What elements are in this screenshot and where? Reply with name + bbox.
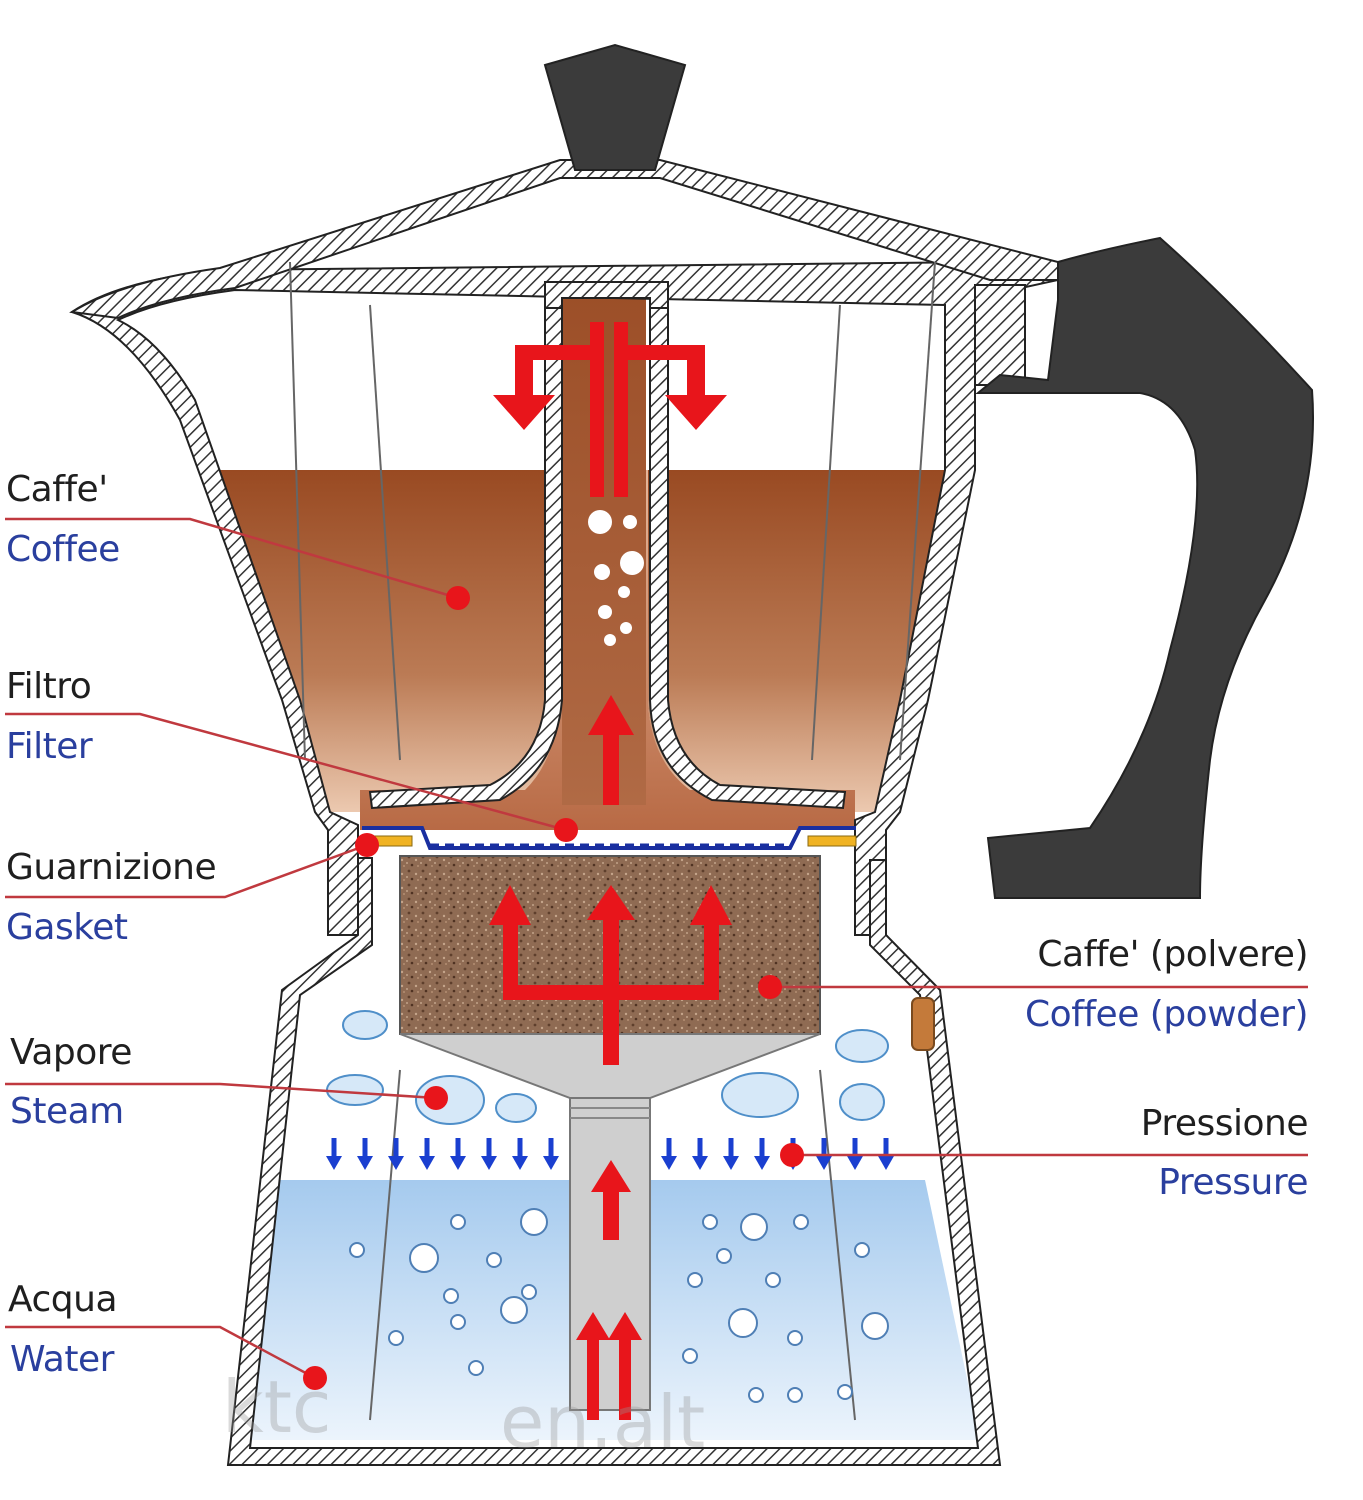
watermark-right: en.alt [500,1380,706,1464]
label-water-en: Water [10,1339,114,1380]
hinge-block [974,284,1026,386]
tube-bubbles [588,510,644,646]
label-filter-it: Filtro [6,666,92,707]
handle [975,236,1315,899]
label-pressure-it: Pressione [1140,1103,1309,1144]
boiler-wall [226,857,1002,1466]
label-coffee-powder-en: Coffee (powder) [1025,994,1308,1035]
pressure-arrow [450,1138,466,1170]
gasket-right [807,835,857,847]
pressure-arrow [723,1138,739,1170]
flow-arrows [489,322,732,1420]
pressure-arrow [512,1138,528,1170]
basket-tube [569,1097,651,1411]
pressure-arrow [543,1138,559,1170]
tube-wall-right [649,307,847,810]
watermark-left: ktc [222,1365,332,1449]
water-bubbles [349,1208,889,1403]
pressure-arrow [419,1138,435,1170]
leader-dots [303,586,804,1390]
pressure-arrow [357,1138,373,1170]
pressure-arrow [816,1138,832,1170]
label-coffee-it: Caffe' [6,469,108,510]
label-gasket-it: Guarnizione [6,847,217,888]
pressure-arrow [481,1138,497,1170]
coffee-liquid [215,470,975,812]
label-gasket-en: Gasket [6,907,128,948]
pressure-arrow [878,1138,894,1170]
pressure-arrow [754,1138,770,1170]
safety-valve [911,997,935,1051]
pressure-arrow [388,1138,404,1170]
pressure-arrow [661,1138,677,1170]
label-coffee-en: Coffee [6,529,120,570]
label-water-it: Acqua [8,1279,118,1320]
pressure-arrow [326,1138,342,1170]
label-steam-en: Steam [10,1091,124,1132]
leader-lines [5,517,1308,1380]
label-coffee-powder-it: Caffe' (polvere) [1037,934,1308,975]
label-filter-en: Filter [6,726,93,767]
label-steam-it: Vapore [10,1032,132,1073]
tube-wall-left [368,307,563,810]
pressure-arrow [847,1138,863,1170]
pressure-arrow [692,1138,708,1170]
label-pressure-en: Pressure [1158,1162,1308,1203]
lid-knob [543,43,687,171]
